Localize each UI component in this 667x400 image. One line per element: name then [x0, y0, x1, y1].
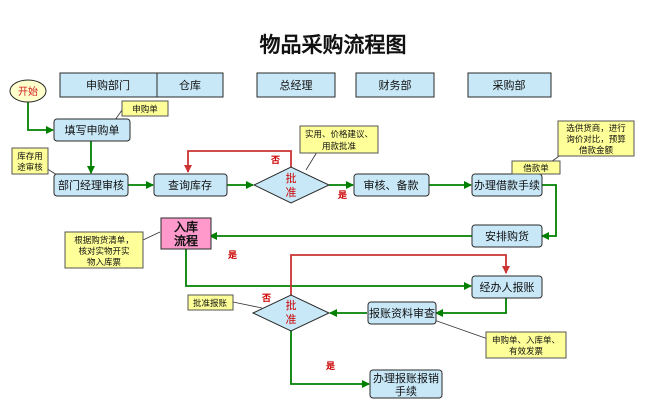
node-check-stock-label: 查询库存: [168, 178, 212, 192]
edge-stockin-to-reimburse: [185, 249, 472, 290]
edge-reimburse-to-docs: [435, 298, 507, 317]
note-approve-report-text: 批准报账: [193, 298, 228, 309]
edge-start-to-fill: [27, 102, 54, 134]
note-use: [299, 125, 379, 154]
edge-label-yes2: 是: [325, 361, 336, 372]
decision-approve-2-l1: 批: [286, 298, 297, 312]
decision-approve-2-l2: 准: [286, 313, 297, 326]
dept-box-gm: [256, 72, 336, 98]
node-loan-label: 办理借款手续: [474, 178, 540, 192]
pointer-use: [305, 151, 318, 171]
dept-label-finance: 财务部: [379, 78, 412, 92]
decision-approve-2: [251, 294, 331, 332]
dept-label-warehouse: 仓库: [179, 78, 201, 92]
node-fill-form-label: 填写申购单: [65, 123, 120, 137]
note-supplier-l2: 询价对比，预算: [566, 134, 626, 145]
node-reimburse-apply-label: 经办人报账: [480, 280, 535, 294]
department-headers: 申购部门 仓库 总经理 财务部 采购部: [59, 72, 552, 98]
node-review-fund-label: 审核、备款: [364, 178, 419, 192]
note-stock-usage-l2: 途审核: [17, 162, 43, 173]
node-loan: [471, 173, 543, 197]
note-supplier: [557, 120, 635, 157]
note-docs-l1: 申购单、入库单、: [492, 335, 560, 346]
dept-label-purchasing: 采购部: [493, 78, 526, 92]
note-use-l2: 用款批准: [322, 141, 357, 152]
start-node: 开始: [9, 79, 47, 103]
start-oval: [9, 79, 47, 103]
start-label: 开始: [18, 85, 38, 98]
edge-label-yes1: 是: [337, 190, 348, 201]
note-inbound-l1: 根据购货清单，: [74, 235, 134, 246]
edge-approve2-to-finish: [290, 331, 370, 388]
node-reimburse-apply: [471, 275, 543, 299]
node-dept-review-label: 部门经理审核: [58, 178, 124, 192]
node-finish-l1: 办理报账报销: [373, 371, 439, 385]
edge-label-no2: 否: [261, 293, 271, 304]
note-stock-usage: [11, 147, 49, 175]
edge-label-no1: 否: [270, 155, 280, 166]
note-docs-l2: 有效发票: [509, 346, 544, 357]
dept-box-requester: [59, 72, 158, 98]
note-loan-form: [511, 160, 561, 175]
edge-loan-to-arrange: [541, 184, 557, 240]
node-dept-review: [53, 173, 129, 197]
node-check-stock: [153, 173, 228, 197]
note-supplier-l3: 借款金额: [579, 145, 614, 156]
pointer-inbound: [142, 231, 161, 241]
dept-box-purchasing: [467, 72, 552, 98]
node-review-fund: [353, 173, 430, 197]
note-docs: [485, 331, 567, 359]
node-stock-in-l2: 流程: [174, 233, 198, 248]
dept-label-requester: 申购部门: [86, 78, 130, 92]
note-purchase-form-text: 申购单: [132, 104, 158, 115]
dept-box-warehouse: [156, 72, 224, 98]
flow-connectors: [27, 102, 557, 388]
edge-label-yes-stock: 是: [227, 250, 238, 261]
dept-box-finance: [355, 72, 435, 98]
node-check-docs: [367, 301, 437, 325]
edge-approve2-no-loop: [290, 254, 510, 295]
note-stock-usage-l1: 库存用: [17, 151, 43, 162]
decision-approve-1-l2: 准: [286, 186, 297, 199]
node-arrange: [471, 224, 543, 248]
node-arrange-label: 安排购货: [485, 229, 529, 243]
node-finish-l2: 手续: [395, 384, 417, 398]
dept-label-gm: 总经理: [280, 78, 313, 92]
page-title: 物品采购流程图: [260, 32, 407, 57]
note-purchase-form: [121, 100, 169, 117]
note-use-l1: 实用、价格建议、: [305, 129, 373, 140]
edge-approve-no-loop: [184, 150, 292, 173]
node-stock-in: [160, 217, 212, 250]
pointer-approve-report: [232, 301, 263, 309]
decision-approve-1-l1: 批: [286, 171, 297, 185]
pointer-docs: [433, 319, 489, 340]
node-finish: [369, 369, 443, 399]
note-inbound: [64, 231, 144, 269]
note-inbound-l3: 物入库票: [87, 257, 122, 268]
note-inbound-l2: 核对实物开实: [78, 246, 129, 257]
node-stock-in-l1: 入库: [174, 219, 198, 234]
note-supplier-l1: 选供货商，进行: [566, 123, 626, 134]
note-approve-report: [187, 294, 234, 311]
decision-approve-1: [252, 166, 331, 204]
node-check-docs-label: 报账资料审查: [369, 306, 435, 320]
node-fill-form: [53, 118, 131, 142]
note-loan-form-text: 借款单: [523, 163, 549, 174]
